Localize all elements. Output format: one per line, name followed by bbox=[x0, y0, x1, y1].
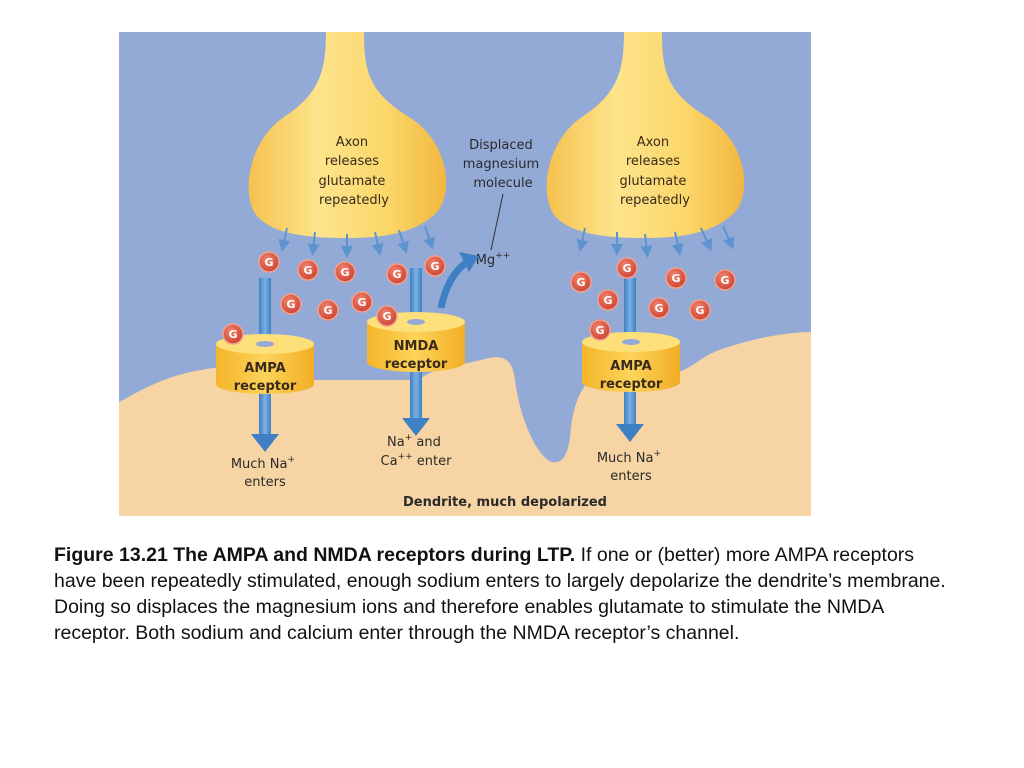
mg-displacement-arrowhead bbox=[459, 252, 479, 272]
glutamate-molecule: G bbox=[665, 267, 687, 289]
release-arrows bbox=[278, 225, 735, 258]
left-axon-terminal bbox=[248, 32, 447, 238]
right-axon-label: Axon releases glutamate repeatedly bbox=[619, 135, 690, 208]
glutamate-molecule: G bbox=[570, 271, 592, 293]
mg-label: Mg++ bbox=[476, 251, 511, 268]
glutamate-molecule: G bbox=[648, 297, 670, 319]
svg-text:G: G bbox=[695, 304, 704, 317]
svg-text:G: G bbox=[595, 324, 604, 337]
left-axon-label: Axon releases glutamate repeatedly bbox=[318, 135, 389, 208]
glutamate-molecule: G bbox=[334, 261, 356, 283]
glutamate-molecule: G bbox=[376, 305, 398, 327]
svg-text:G: G bbox=[654, 302, 663, 315]
svg-text:G: G bbox=[264, 256, 273, 269]
glutamate-molecule: G bbox=[714, 269, 736, 291]
glutamate-molecule: G bbox=[424, 255, 446, 277]
glutamate-molecule: G bbox=[317, 299, 339, 321]
glutamate-molecule: G bbox=[258, 251, 280, 273]
right-sodium-entry-label: Much Na+ enters bbox=[597, 445, 665, 484]
right-channel-arrowhead bbox=[616, 424, 644, 442]
right-axon-terminal bbox=[546, 32, 745, 238]
left-sodium-entry-label: Much Na+ enters bbox=[231, 451, 299, 490]
svg-text:G: G bbox=[622, 262, 631, 275]
svg-text:G: G bbox=[357, 296, 366, 309]
caption-body: If one or (better) more AMPA receptors h… bbox=[54, 544, 946, 644]
left-channel-arrowhead bbox=[251, 434, 279, 452]
dendrite-label: Dendrite, much depolarized bbox=[403, 495, 607, 510]
middle-ion-entry-label: Na+ and Ca++ enter bbox=[381, 433, 453, 469]
glutamate-molecule: G bbox=[297, 259, 319, 281]
glutamate-molecule: G bbox=[589, 319, 611, 341]
middle-channel-arrowhead bbox=[402, 418, 430, 436]
glutamate-molecule: G bbox=[616, 257, 638, 279]
ltp-diagram: Axon releases glutamate repeatedly Axon … bbox=[119, 32, 811, 516]
glutamate-molecule: G bbox=[351, 291, 373, 313]
svg-text:G: G bbox=[303, 264, 312, 277]
svg-text:G: G bbox=[392, 268, 401, 281]
svg-text:G: G bbox=[323, 304, 332, 317]
svg-text:G: G bbox=[228, 328, 237, 341]
glutamate-molecule: G bbox=[280, 293, 302, 315]
svg-text:G: G bbox=[720, 274, 729, 287]
svg-text:G: G bbox=[671, 272, 680, 285]
glutamate-molecule: G bbox=[597, 289, 619, 311]
caption-title: Figure 13.21 The AMPA and NMDA receptors… bbox=[54, 544, 576, 566]
svg-text:G: G bbox=[603, 294, 612, 307]
svg-text:G: G bbox=[286, 298, 295, 311]
magnesium-pointer-line bbox=[490, 193, 504, 251]
svg-text:G: G bbox=[430, 260, 439, 273]
mg-displacement-arrow bbox=[437, 259, 470, 309]
svg-text:G: G bbox=[340, 266, 349, 279]
glutamate-molecule: G bbox=[222, 323, 244, 345]
svg-text:G: G bbox=[576, 276, 585, 289]
svg-text:G: G bbox=[382, 310, 391, 323]
figure-caption: Figure 13.21 The AMPA and NMDA receptors… bbox=[54, 542, 954, 646]
glutamate-molecule: G bbox=[689, 299, 711, 321]
displaced-magnesium-label: Displaced magnesium molecule bbox=[463, 138, 544, 191]
glutamate-molecules: G G G G G G G G G G G G G G G G G G bbox=[222, 251, 736, 345]
glutamate-molecule: G bbox=[386, 263, 408, 285]
